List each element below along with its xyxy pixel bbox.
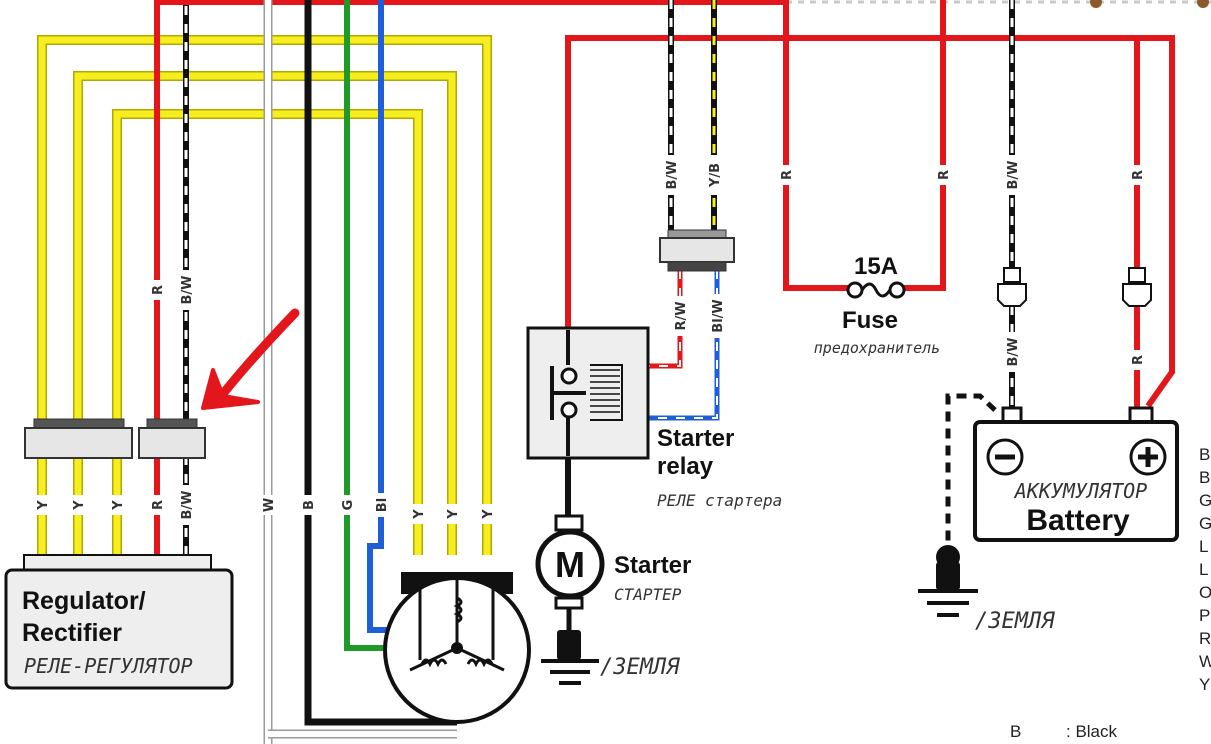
regulator-connector-y[interactable] <box>24 418 133 459</box>
top-red-wire <box>157 0 1211 8</box>
legend-code-1: B <box>1199 468 1210 487</box>
legend-code-6: O <box>1199 583 1211 602</box>
fuse-wires <box>783 0 946 291</box>
fuse-rating: 15A <box>854 253 898 280</box>
wire-labels: Y Y Y R B/W R B/W W B G Bl Y Y Y B/W Y/B… <box>33 155 1146 525</box>
label-reg-r-bottom: R <box>151 500 166 510</box>
annotation-arrow <box>201 308 300 410</box>
legend-code-3: G <box>1199 514 1211 533</box>
label-reg-bw-top: B/W <box>180 276 195 305</box>
label-reg-y1: Y <box>36 500 51 511</box>
relay-connector[interactable] <box>659 229 735 272</box>
label-bat-r-bottom: R <box>1131 355 1146 365</box>
battery-title: Battery <box>1026 504 1130 537</box>
legend-bottom-code: B <box>1010 722 1021 741</box>
legend-code-4: L <box>1199 537 1208 556</box>
fuse-title: Fuse <box>842 307 898 334</box>
generator[interactable] <box>383 572 531 724</box>
label-gen-w: W <box>262 498 277 512</box>
starter-subtitle: СТАРТЕР <box>614 585 682 604</box>
starter-motor[interactable]: M Starter СТАРТЕР /ЗЕМЛЯ <box>535 514 691 685</box>
green-wire <box>344 0 392 651</box>
relay-title-2: relay <box>657 453 714 480</box>
label-gen-y3: Y <box>481 509 496 520</box>
regulator-subtitle: РЕЛЕ-РЕГУЛЯТОР <box>24 654 193 678</box>
fuse[interactable]: 15A Fuse предохранитель <box>814 253 940 357</box>
relay-subtitle: РЕЛЕ стартера <box>657 491 782 510</box>
regulator-connector-rbw[interactable] <box>138 418 206 459</box>
label-relay-blw: Bl/W <box>711 299 726 332</box>
battery-subtitle: АККУМУЛЯТОР <box>1013 479 1147 503</box>
legend-code-7: P <box>1199 606 1210 625</box>
legend-code-0: B <box>1199 445 1210 464</box>
battery-pos-connector[interactable] <box>1122 267 1152 307</box>
battery[interactable]: АККУМУЛЯТОР Battery <box>973 406 1179 542</box>
label-relay-yb: Y/B <box>708 163 723 188</box>
starter-title: Starter <box>614 552 691 579</box>
blue-wire <box>367 0 395 633</box>
battery-neg-connector[interactable] <box>997 267 1027 307</box>
legend-code-9: W <box>1199 652 1211 671</box>
regulator-title-1: Regulator/ <box>22 587 146 615</box>
label-gen-b: B <box>302 500 317 510</box>
label-fuse-r-right: R <box>937 170 952 180</box>
starter-ground-label: /ЗЕМЛЯ <box>600 655 680 680</box>
battery-ground: /ЗЕМЛЯ <box>918 545 1055 634</box>
generator-wires <box>263 0 457 744</box>
color-legend: B B G G L L O P R W Y B : Black <box>1010 445 1211 741</box>
battery-ground-label: /ЗЕМЛЯ <box>975 609 1055 634</box>
legend-code-10: Y <box>1199 675 1210 694</box>
label-relay-bw: B/W <box>665 161 680 190</box>
black-wire <box>304 0 457 726</box>
label-reg-r-top: R <box>151 285 166 295</box>
label-gen-y1: Y <box>412 509 427 520</box>
starter-symbol: M <box>555 544 585 585</box>
relay-title-1: Starter <box>657 425 734 452</box>
label-relay-rw: R/W <box>674 301 689 330</box>
label-gen-bl: Bl <box>375 498 390 512</box>
label-gen-g: G <box>341 500 356 511</box>
legend-code-5: L <box>1199 560 1208 579</box>
label-bat-bw-top: B/W <box>1006 161 1021 190</box>
label-reg-y3: Y <box>111 500 126 511</box>
label-gen-y2: Y <box>446 509 461 520</box>
legend-bottom-text: : Black <box>1066 722 1118 741</box>
label-bat-r-top: R <box>1131 170 1146 180</box>
label-reg-y2: Y <box>72 500 87 511</box>
label-fuse-r-left: R <box>780 170 795 180</box>
legend-code-8: R <box>1199 629 1211 648</box>
regulator-title-2: Rectifier <box>22 619 122 647</box>
fuse-subtitle: предохранитель <box>814 339 940 357</box>
label-bat-bw-bottom: B/W <box>1006 338 1021 367</box>
legend-code-2: G <box>1199 491 1211 510</box>
regulator-rectifier[interactable]: Regulator/ Rectifier РЕЛЕ-РЕГУЛЯТОР <box>4 554 234 690</box>
label-reg-bw-bottom: B/W <box>180 491 195 520</box>
starter-relay[interactable]: Starter relay РЕЛЕ стартера <box>526 326 782 510</box>
